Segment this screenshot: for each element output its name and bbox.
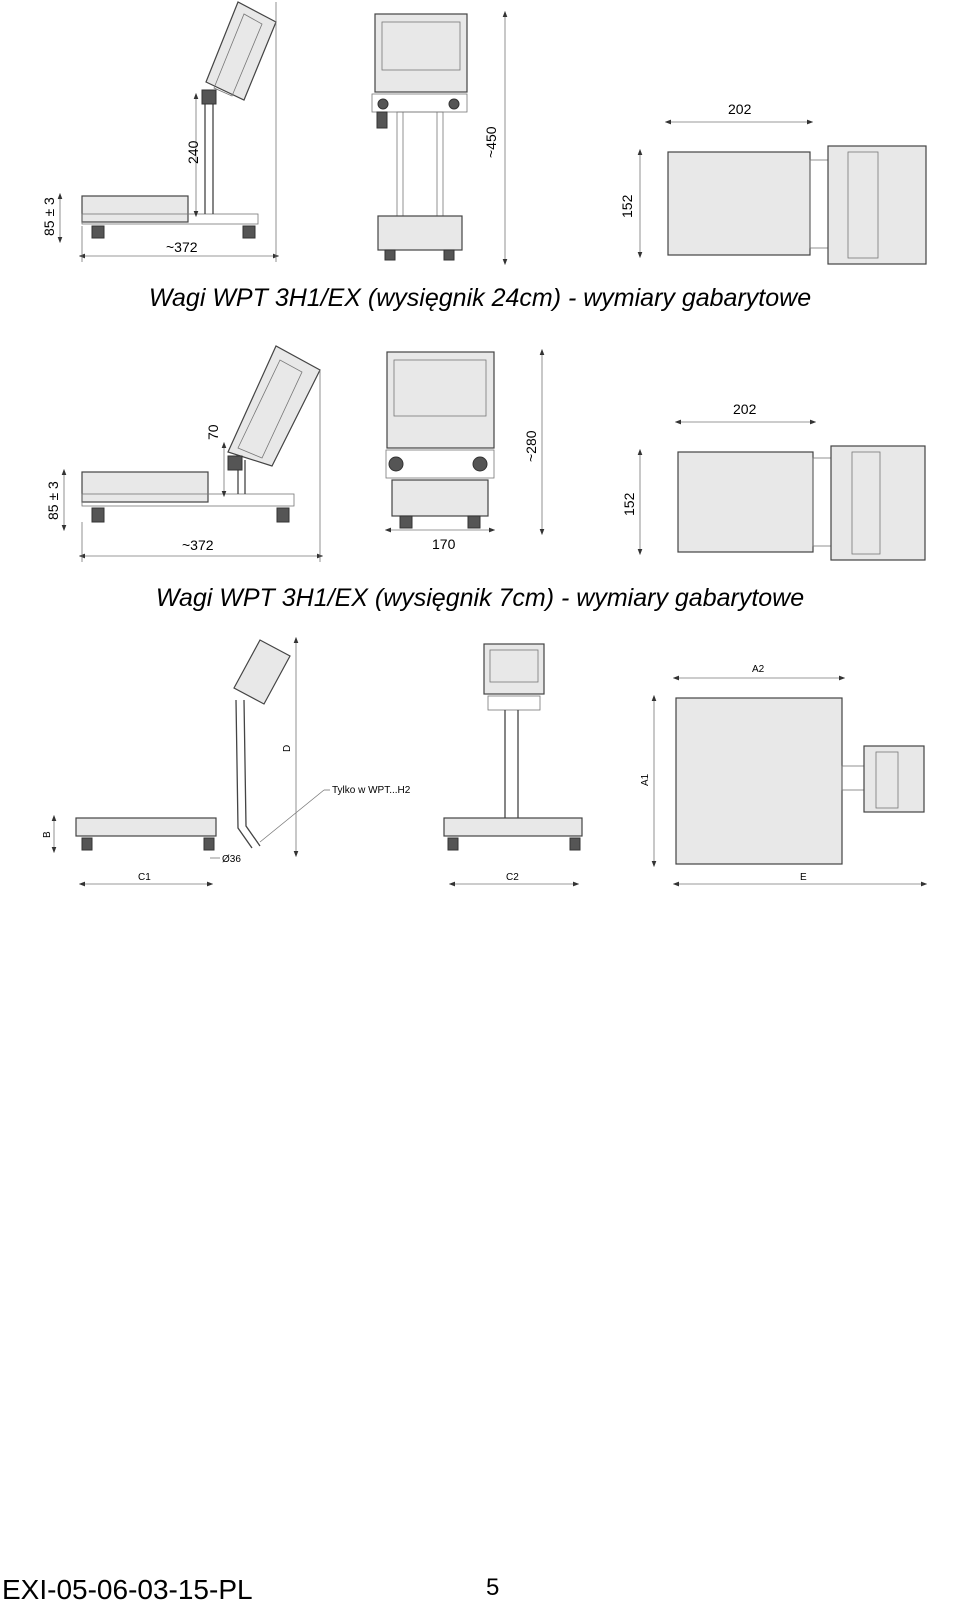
drawing-1-front-view	[371, 10, 508, 266]
dim-s2-platform-height: 85 ± 3	[45, 481, 61, 520]
caption-section-2: Wagi WPT 3H1/EX (wysięgnik 7cm) - wymiar…	[155, 584, 805, 612]
dim-s3-b: B	[42, 831, 53, 838]
dim-s2-depth-top: 152	[621, 492, 637, 516]
dim-s3-a2: A2	[752, 664, 765, 675]
caption-section-1: Wagi WPT 3H1/EX (wysięgnik 24cm) - wymia…	[148, 284, 812, 312]
drawing-2-top-view	[637, 419, 926, 561]
dim-s2-length: ~372	[182, 537, 214, 553]
dim-s3-diameter: Ø36	[222, 854, 241, 865]
drawing-3-top-view	[651, 675, 928, 887]
drawing-3-front-view	[443, 643, 583, 887]
drawing-1-side-view	[57, 1, 280, 262]
dim-s3-d: D	[282, 745, 293, 752]
dim-s1-height-arm: 240	[185, 140, 201, 164]
dim-s2-front-width: 170	[432, 536, 456, 552]
page-number: 5	[486, 1574, 500, 1601]
dim-s1-width-top: 202	[728, 101, 752, 117]
dim-s3-a1: A1	[640, 773, 651, 786]
dim-s2-width-top: 202	[733, 401, 757, 417]
dim-s2-height-arm: 70	[205, 424, 221, 440]
drawing-2-front-view	[384, 348, 545, 536]
drawing-1-top-view	[637, 119, 927, 265]
dim-s3-c1: C1	[138, 872, 151, 883]
dim-s2-total-height: ~280	[523, 430, 539, 462]
dim-s3-e: E	[800, 872, 807, 883]
drawing-3-side-view	[51, 636, 330, 887]
dim-s1-platform-height: 85 ± 3	[41, 197, 57, 236]
dim-s1-length: ~372	[166, 239, 198, 255]
document-code: EXI-05-06-03-15-PL	[2, 1574, 253, 1605]
drawing-2-side-view	[61, 345, 324, 562]
dim-s1-total-height: ~450	[483, 126, 499, 158]
dim-s3-c2: C2	[506, 872, 519, 883]
dim-s3-note: Tylko w WPT...H2	[332, 785, 411, 796]
dim-s1-depth-top: 152	[619, 194, 635, 218]
